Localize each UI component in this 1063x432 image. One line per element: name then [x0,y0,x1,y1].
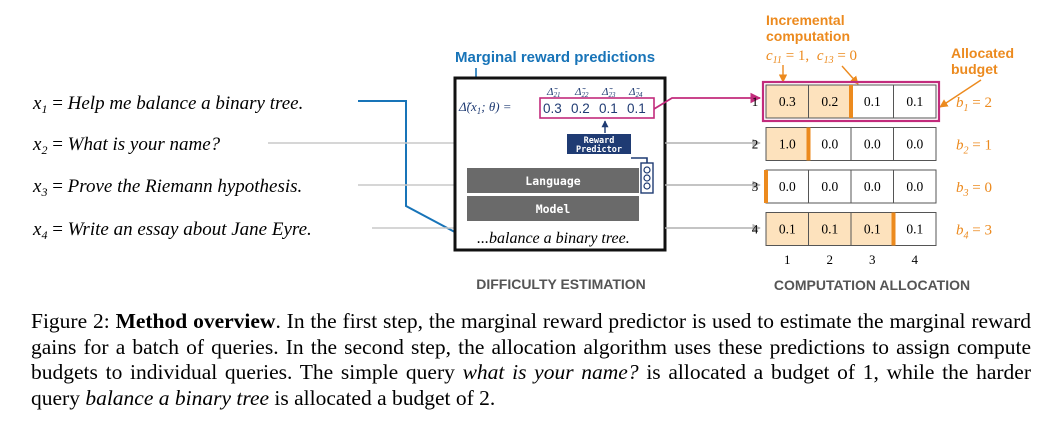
delta-expression: Δ̃(x1; θ) = [458,99,512,116]
cell-value-2-4: 0.0 [906,137,923,152]
reward-predictor-line1: Reward [584,136,615,146]
cell-2-4 [893,127,937,161]
language-model-box-bottom [467,196,639,221]
method-overview-diagram: x1 = Help me balance a binary tree. x2 =… [32,12,1014,293]
budget-marker-row-4 [891,212,896,246]
budget-marker-row-3 [764,170,768,203]
caption-part1: . In the first step, the marginal reward… [31,309,1032,384]
cell-value-3-2: 0.0 [821,179,838,194]
reward-predictor-line2: Predictor [576,144,622,155]
budget-label-1: b1 = 2 [956,95,992,114]
caption-figure-label: Figure 2: [31,309,116,333]
hidden-state-dot-2 [643,174,651,182]
allocated-title-line2: budget [951,61,998,77]
allocation-section-label: COMPUTATION ALLOCATION [774,277,970,293]
language-label: Language [525,174,580,188]
cell-3-4 [893,169,937,204]
budget-label-2: b2 = 1 [956,138,992,157]
budget-marker-row-2 [806,127,811,161]
cell-2-2 [808,127,852,161]
delta-value-1: 0.3 [543,101,562,116]
row-label-4: 4 [752,222,759,237]
delta-value-4: 0.1 [627,101,646,116]
language-model-box-top [467,168,639,193]
allocated-title-line1: Allocated [951,45,1014,61]
cell-2-3 [850,127,894,161]
allocated-arrow [939,79,982,108]
cell-value-2-1: 1.0 [779,137,796,152]
cell-1-1 [765,84,809,119]
col-label-3: 3 [869,252,876,267]
cell-value-1-1: 0.3 [779,94,796,109]
hidden-state-dot-1 [643,166,651,174]
delta-values: 0.3 0.2 0.1 0.1 [543,101,646,116]
caption-part2: is allocated a budget of 1, while the ha… [31,360,1031,410]
marginal-reward-header: Marginal reward predictions [455,49,655,66]
budget-label-3: b3 = 0 [956,180,992,199]
cell-value-1-4: 0.1 [906,94,923,109]
caption-italic-simple-query: what is your name? [462,360,639,384]
col-label-2: 2 [827,252,834,267]
query-1: x1 = Help me balance a binary tree. [32,93,303,116]
cell-value-1-2: 0.2 [821,94,838,109]
model-label: Model [536,202,571,216]
reward-predictor-box [567,134,631,154]
caption-bold-title: Method overview [115,309,276,333]
cell-3-2 [808,169,852,204]
cell-value-4-1: 0.1 [779,222,796,237]
col-label-1: 1 [784,252,791,267]
query-list: x1 = Help me balance a binary tree. x2 =… [32,93,312,242]
figure-caption: Figure 2: Method overview. In the first … [31,309,1031,411]
query-connectors [268,100,468,239]
query-4: x4 = Write an essay about Jane Eyre. [32,219,312,242]
cell-2-1 [765,127,809,161]
col-label-4: 4 [912,252,919,267]
cell-4-3 [850,212,894,246]
allocation-grid: 1 0.3 0.2 0.1 0.1 b1 = 2 2 1.0 0.0 0.0 0.0 b2 = 1 3 0… [752,80,992,267]
query-1-connector [358,100,468,239]
delta-value-2: 0.2 [571,101,590,116]
predictions-to-allocation-connector [653,92,762,110]
cell-value-4-4: 0.1 [906,222,923,237]
incremental-title-line1: Incremental [766,12,845,28]
row-label-1: 1 [752,94,759,109]
cell-4-4 [893,212,937,246]
query-2: x2 = What is your name? [32,134,221,157]
hidden-state-connector [631,157,648,164]
delta-value-3: 0.1 [599,101,618,116]
cell-3-1 [765,169,809,204]
cell-1-2 [808,84,852,119]
cell-1-4 [893,84,937,119]
hidden-state-dot-3 [643,182,651,190]
budget-marker-row-1 [849,85,853,118]
incremental-formula: c11 = 1, c13 = 0 [766,48,857,66]
difficulty-section-label: DIFFICULTY ESTIMATION [476,276,646,292]
cell-value-2-3: 0.0 [864,137,881,152]
cell-value-3-4: 0.0 [906,179,923,194]
cell-value-1-3: 0.1 [864,94,881,109]
cell-3-3 [850,169,894,204]
row-label-2: 2 [752,137,759,152]
cell-value-3-1: 0.0 [779,179,796,194]
incremental-title-line2: computation [766,28,850,44]
caption-part3: is allocated a budget of 2. [269,385,496,410]
model-output-text: ...balance a binary tree. [477,230,630,247]
caption-italic-hard-query: balance a binary tree [85,385,270,410]
row-1-highlight [761,80,941,123]
cell-value-4-3: 0.1 [864,222,881,237]
cell-value-2-2: 0.0 [821,137,838,152]
query-3: x3 = Prove the Riemann hypothesis. [32,176,302,199]
row-label-3: 3 [752,179,759,194]
cell-value-3-3: 0.0 [864,179,881,194]
cell-value-4-2: 0.1 [821,222,838,237]
budget-label-4: b4 = 3 [956,223,992,242]
